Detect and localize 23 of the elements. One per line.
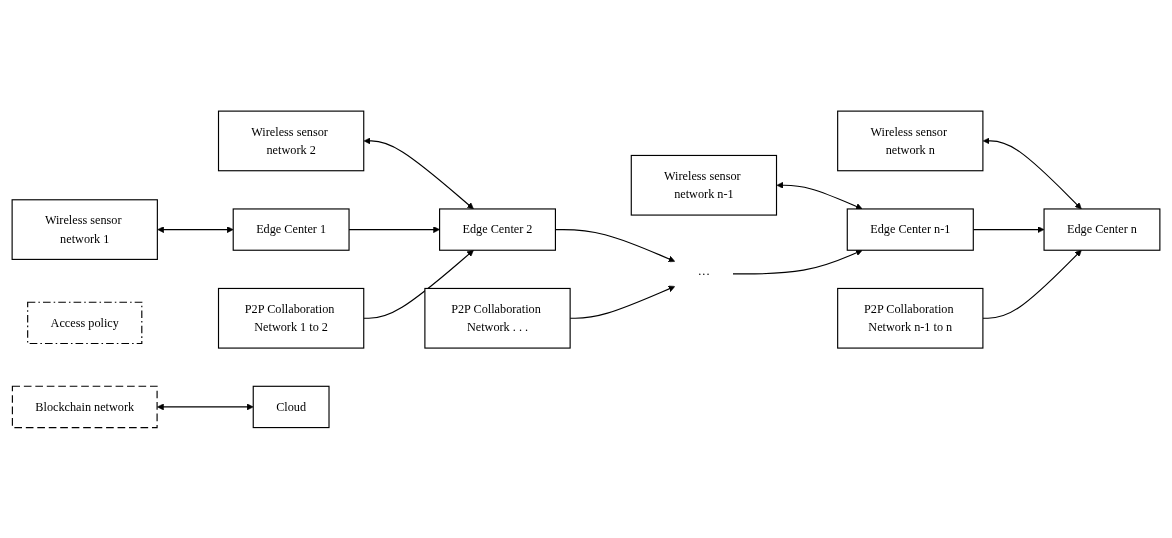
- node-box: P2P Collaboration Network 1 to 2: [217, 287, 365, 349]
- node-box: Edge Center 2: [439, 208, 556, 251]
- arrow: [363, 249, 474, 319]
- node-box: P2P Collaboration Network . . .: [424, 287, 571, 349]
- arrow: [982, 137, 1082, 209]
- node-box: Access policy: [27, 301, 143, 344]
- node-text: ···: [697, 266, 710, 280]
- node-box: Edge Center n-1: [846, 208, 974, 251]
- node-box: Wireless sensor network 2: [217, 110, 365, 171]
- arrow: [157, 225, 234, 233]
- node-box: P2P Collaboration Network n-1 to n: [837, 287, 984, 349]
- arrow: [157, 403, 254, 410]
- arrow: [363, 137, 474, 209]
- node-box: Edge Center 1: [232, 208, 350, 251]
- node-box: Edge Center n: [1043, 208, 1161, 251]
- node-box: Blockchain network: [11, 385, 158, 428]
- node-box: Wireless sensor network n-1: [630, 154, 778, 216]
- arrow: [982, 249, 1082, 319]
- node-box: Wireless sensor network n: [837, 110, 984, 171]
- node-box: Cloud: [252, 385, 330, 428]
- arrow: [776, 181, 863, 210]
- arrow: [732, 249, 863, 275]
- node-box: Wireless sensor network 1: [11, 198, 158, 260]
